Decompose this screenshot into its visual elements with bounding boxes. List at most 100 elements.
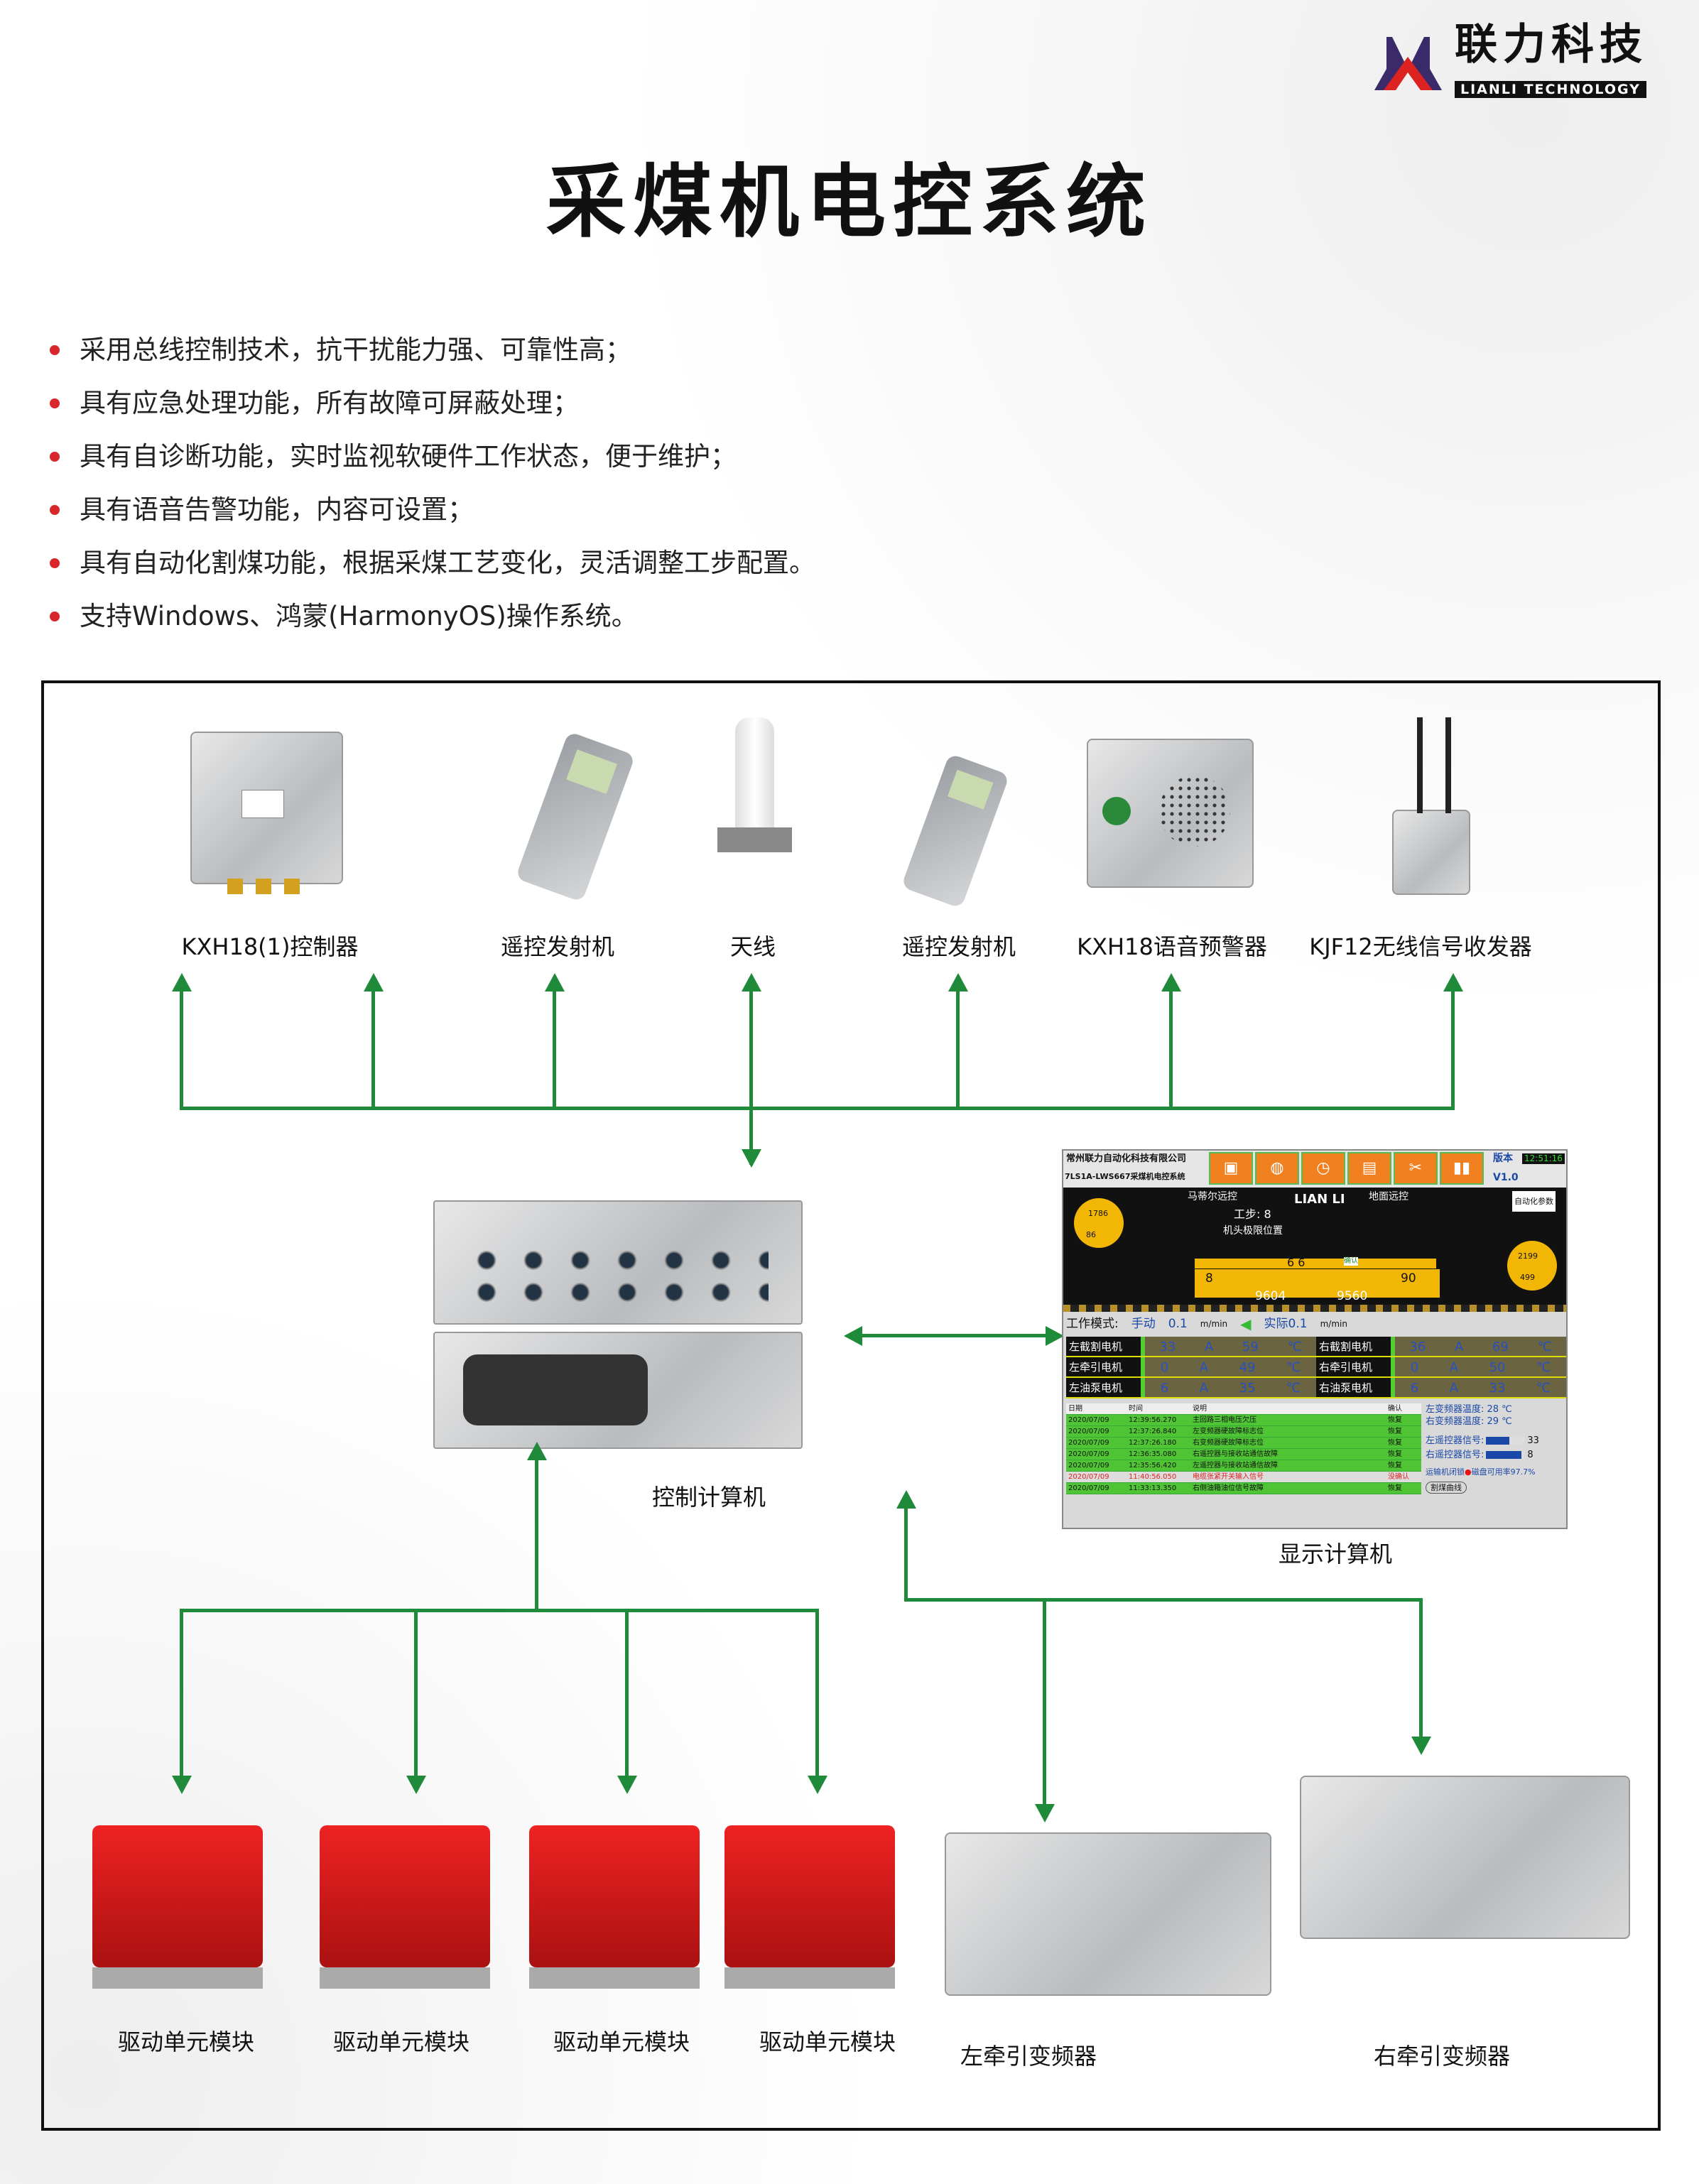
actual-speed: 实际0.1 [1264,1317,1308,1331]
connector-line [904,1506,908,1599]
logo-text-en: LIANLI TECHNOLOGY [1455,81,1646,98]
globe-search-icon[interactable]: ◍ [1255,1152,1299,1185]
arrow-left-icon [844,1326,862,1346]
system-diagram-frame [41,680,1661,2131]
arrow-down-icon [617,1776,637,1794]
connector-line [180,1609,183,1779]
current: 0 [1410,1360,1419,1375]
arrow-up-icon [1161,973,1181,992]
monitor-icon[interactable]: ▣ [1209,1152,1253,1185]
shearer-body [1195,1269,1440,1298]
right-position: 9560 [1337,1289,1368,1303]
speed-unit: m/min [1320,1319,1347,1329]
control-computer-lower [433,1332,803,1449]
tools-icon[interactable]: ✂ [1394,1152,1438,1185]
left-signal-bar [1486,1437,1510,1445]
log-desc: 右遥控器与接收站通信故障 [1193,1450,1278,1458]
drive-module-image [92,1825,263,1989]
right-height: 90 [1401,1271,1416,1286]
log-desc: 右变频器硬故障标志位 [1193,1439,1264,1447]
label-drive-module: 驱动单元模块 [332,2028,470,2055]
auto-params-button[interactable]: 自动化参数 [1512,1191,1556,1212]
connector-line [749,991,753,1165]
feature-text: 采用总线控制技术，抗干扰能力强、可靠性高； [80,335,631,365]
screen-company: 常州联力自动化科技有限公司 [1066,1153,1187,1164]
temperature: 33 [1489,1381,1506,1396]
remote-icon[interactable]: ▮▮ [1440,1152,1484,1185]
arrow-up-icon [742,973,761,992]
temperature: 50 [1489,1360,1506,1375]
feature-item: 采用总线控制技术，抗干扰能力强、可靠性高； [50,334,631,366]
right-inverter-temp: 右变频器温度: 29 ℃ [1426,1416,1512,1427]
confirm-button[interactable]: 确认 [1344,1257,1358,1266]
arrow-up-icon [364,973,384,992]
log-time: 12:39:56.270 [1129,1416,1177,1424]
log-date: 2020/07/09 [1068,1484,1109,1492]
log-status: 恢复 [1388,1462,1402,1469]
log-time: 12:37:26.840 [1129,1428,1177,1435]
rack-track [1063,1305,1566,1312]
left-drum [1074,1198,1124,1248]
log-desc: 右侧油箱油位信号故障 [1193,1484,1264,1492]
bus-line [904,1598,1423,1602]
bullet-icon [50,558,60,568]
bullet-icon [50,505,60,515]
current: 6 [1160,1381,1169,1396]
left-signal-value: 33 [1527,1435,1539,1446]
motor-name: 右油泵电机 [1316,1378,1391,1397]
bus-line [180,1609,819,1612]
status-red-icon: ● [1465,1467,1472,1477]
connector-line [1419,1598,1423,1740]
position-label: 机头极限位置 [1223,1225,1283,1237]
right-signal-value: 8 [1527,1450,1534,1460]
drive-module-image [529,1825,700,1989]
controller-image [190,732,343,894]
arrow-down-icon [1411,1737,1431,1755]
right-remote-signal-label: 右遥控器信号: [1426,1450,1484,1460]
alarm-clock-icon[interactable]: ◷ [1301,1152,1345,1185]
current: 0 [1160,1360,1169,1375]
screen-header: 常州联力自动化科技有限公司 7LS1A-LWS667采煤机电控系统 ▣◍◷▤✂▮… [1063,1151,1566,1188]
label-drive-module: 驱动单元模块 [117,2028,255,2055]
label-drive-module: 驱动单元模块 [759,2028,896,2055]
cutting-curve-button[interactable]: 割煤曲线 [1426,1482,1467,1494]
lock-key-icon[interactable]: ▤ [1347,1152,1391,1185]
temperature: 35 [1239,1381,1256,1396]
work-mode-label: 工作模式: [1066,1317,1119,1331]
work-mode-bar: 工作模式: 手动 0.1 m/min ◀ 实际0.1 m/min [1066,1316,1347,1332]
arrow-up-icon [1443,973,1463,992]
connector-line [414,1609,418,1779]
log-desc: 电缆张紧开关输入信号 [1193,1473,1264,1481]
mid-value: 6 6 [1287,1256,1306,1269]
log-desc: 左遥控器与接收站通信故障 [1193,1462,1278,1469]
transceiver-antenna [1417,717,1423,813]
set-speed: 0.1 [1168,1317,1188,1331]
right-drum-value: 2199 [1518,1251,1538,1261]
transceiver-image [1392,810,1470,895]
arrow-up-icon [172,973,192,992]
label-remote-2: 遥控发射机 [901,933,1016,960]
label-drive-module: 驱动单元模块 [553,2028,690,2055]
connector-line [371,991,375,1108]
right-drum-value2: 499 [1520,1273,1535,1282]
motor-name: 左截割电机 [1066,1337,1141,1356]
version-value: V1.0 [1493,1172,1519,1183]
bus-line [180,1107,1455,1110]
temperature: 49 [1239,1360,1256,1375]
screen-clock: 12:51:16 [1522,1153,1565,1164]
work-mode-value: 手动 [1131,1317,1156,1331]
left-drum-value: 1786 [1088,1209,1108,1218]
log-date: 2020/07/09 [1068,1450,1109,1458]
motor-name: 右牵引电机 [1316,1357,1391,1376]
